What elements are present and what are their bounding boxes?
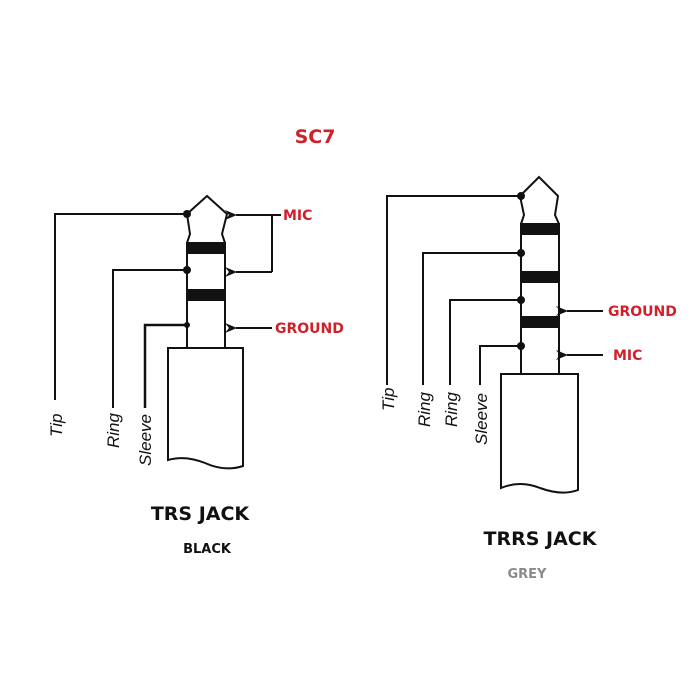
- trs-band-1: [186, 242, 226, 254]
- trrs-ring1-dot: [517, 249, 525, 257]
- trrs-tip-shape: [518, 175, 560, 225]
- trs-wire-label-ring: Ring: [104, 412, 123, 448]
- trrs-ring2-wire: [449, 299, 521, 385]
- trs-ground-label: GROUND: [275, 321, 344, 337]
- trs-ring-wire: [112, 269, 187, 408]
- trs-jack-name: TRS JACK: [151, 503, 251, 525]
- trrs-body: [500, 373, 579, 494]
- trs-sleeve-wire: [143, 323, 187, 408]
- trrs-wire-label-ring-2: Ring: [442, 391, 461, 427]
- trrs-color-label: GREY: [508, 567, 548, 582]
- trs-wire-label-tip: Tip: [47, 414, 66, 437]
- trs-tip-wire: [54, 213, 187, 400]
- diagram-title: SC7: [295, 126, 336, 148]
- trrs-wire-label-tip: Tip: [379, 388, 398, 411]
- trrs-sleeve-wire: [479, 345, 521, 385]
- trrs-band-1: [520, 223, 560, 235]
- trrs-jack: [386, 175, 603, 494]
- trrs-sleeve-dot: [517, 342, 525, 350]
- trrs-ring2-dot: [517, 296, 525, 304]
- trs-tip-shape: [185, 194, 229, 244]
- trs-wire-label-sleeve: Sleeve: [136, 414, 155, 466]
- trrs-band-3: [520, 316, 560, 328]
- trs-sleeve-dot: [184, 322, 190, 328]
- trrs-ground-label: GROUND: [608, 304, 677, 320]
- trs-ring-dot: [183, 266, 191, 274]
- trrs-mic-label: MIC: [613, 348, 642, 364]
- trs-mic-label: MIC: [283, 208, 312, 224]
- trs-tip-dot: [183, 210, 191, 218]
- trrs-jack-name: TRRS JACK: [484, 528, 598, 550]
- trrs-wire-label-sleeve: Sleeve: [472, 393, 491, 445]
- trrs-tip-dot: [517, 192, 525, 200]
- trrs-ring1-wire: [422, 252, 521, 385]
- trrs-wire-label-ring-1: Ring: [415, 391, 434, 427]
- trs-band-2: [186, 289, 226, 301]
- trrs-tip-wire: [386, 195, 521, 385]
- trrs-band-2: [520, 271, 560, 283]
- trs-color-label: BLACK: [183, 542, 232, 557]
- trs-jack: [54, 194, 281, 470]
- trs-body: [167, 347, 244, 470]
